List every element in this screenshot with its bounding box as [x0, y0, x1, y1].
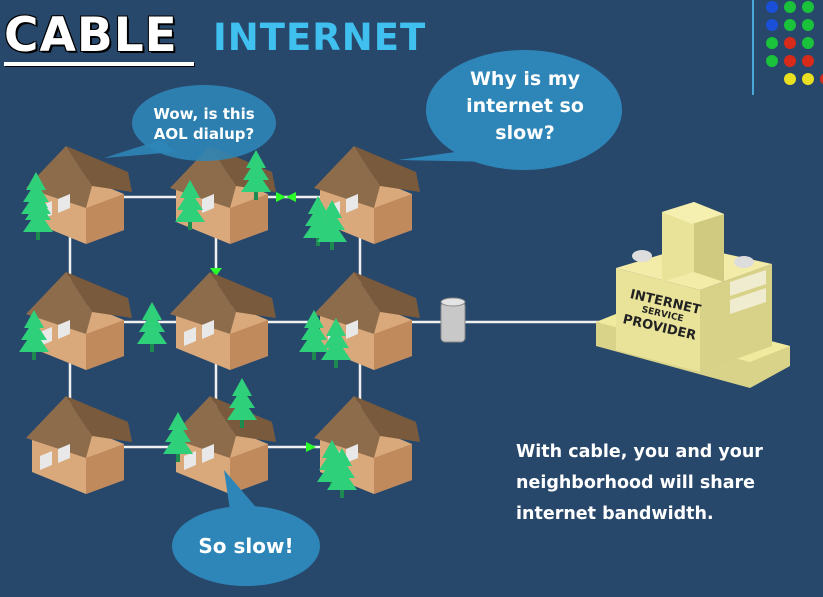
title-internet: INTERNET	[213, 16, 427, 59]
house	[26, 396, 132, 494]
bubble-slow-line2: internet so	[466, 95, 584, 117]
bubble-slow	[398, 50, 622, 170]
decor-dot	[766, 1, 778, 13]
bubble-aol-line2: AOL dialup?	[153, 125, 255, 143]
bubble-slow-line3: slow?	[495, 122, 555, 144]
caption-line1: With cable, you and your	[516, 442, 763, 462]
decor-dot	[820, 73, 823, 85]
caption: With cable, you and your neighborhood wi…	[516, 437, 816, 530]
bubble-aol	[104, 85, 276, 161]
bubble-aol-text: Wow, is this AOL dialup?	[136, 104, 272, 144]
decor-dot	[784, 73, 796, 85]
houses	[26, 146, 420, 494]
caption-line3: internet bandwidth.	[516, 504, 714, 524]
decor-dot	[802, 1, 814, 13]
caption-line2: neighborhood will share	[516, 473, 756, 493]
decor-dot	[802, 55, 814, 67]
bubble-slow-line1: Why is my	[469, 68, 581, 90]
title-underline	[4, 62, 194, 66]
decor-dot	[784, 19, 796, 31]
house	[170, 272, 276, 370]
isp-building	[596, 202, 790, 388]
bubble-so-slow	[172, 470, 320, 586]
bubble-so-slow-text: So slow!	[198, 534, 294, 558]
decor-dot	[766, 19, 778, 31]
decorative-dots	[766, 1, 823, 85]
bubble-slow-text: Why is my internet so slow?	[440, 66, 610, 147]
decor-dot	[802, 37, 814, 49]
decor-dot	[784, 37, 796, 49]
decor-dot	[802, 19, 814, 31]
decor-dot	[784, 1, 796, 13]
decor-dot	[766, 37, 778, 49]
decor-dot	[766, 55, 778, 67]
divider-line	[752, 0, 754, 95]
decor-dot	[802, 73, 814, 85]
house	[26, 272, 132, 370]
title-cable: CABLE	[4, 8, 178, 63]
cable-splitter	[440, 297, 466, 343]
decor-dot	[784, 55, 796, 67]
bubble-aol-line1: Wow, is this	[153, 105, 255, 123]
